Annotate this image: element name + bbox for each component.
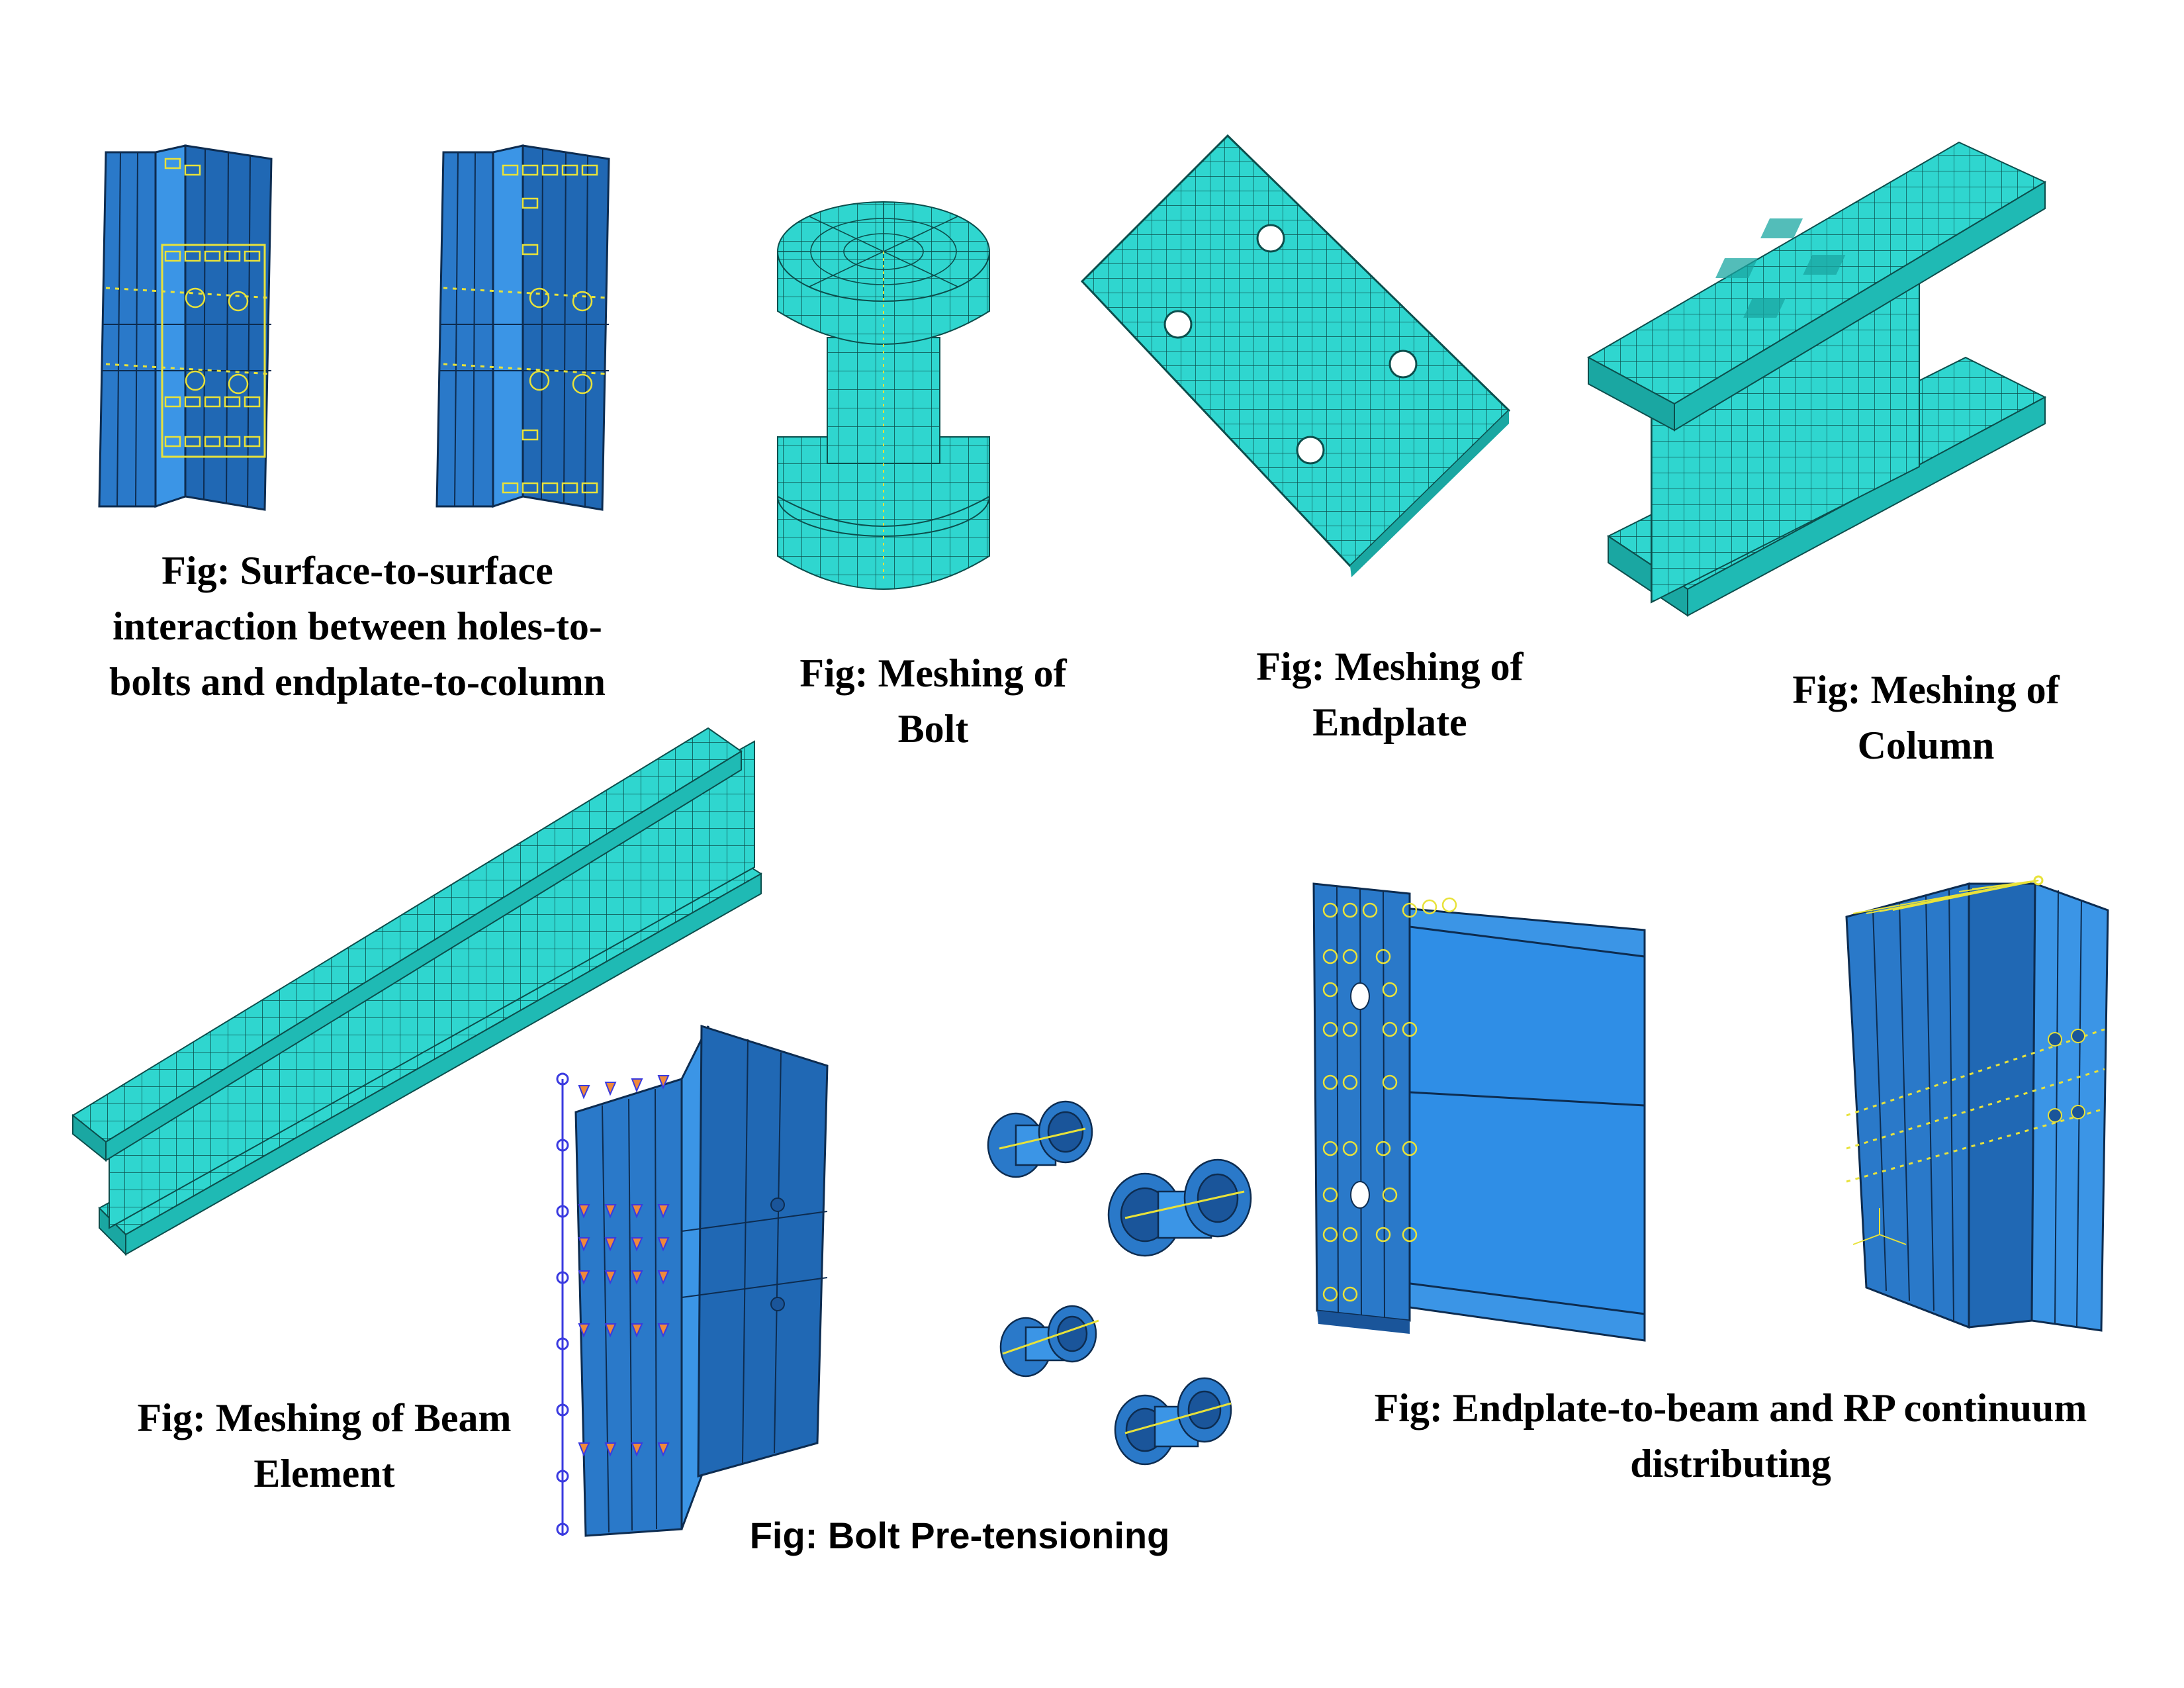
caption-line: Fig: Meshing of	[1256, 645, 1524, 688]
column-3d-model-icon	[435, 144, 610, 511]
caption-line: interaction between holes-to-	[113, 604, 602, 648]
caption-line: Fig: Meshing of	[799, 651, 1067, 695]
caption-line: Fig: Meshing of Beam	[137, 1396, 512, 1440]
caption-endplate-beam-rp: Fig: Endplate-to-beam and RP continuum d…	[1310, 1380, 2151, 1491]
endplate-mesh-model	[1079, 132, 1516, 577]
endplate-beam-model-icon	[1312, 882, 1646, 1342]
bolt-pretension-model	[986, 1072, 1271, 1483]
pretension-column-model	[549, 1013, 834, 1542]
bolt-1	[987, 1100, 1093, 1178]
column-mesh-model	[1586, 139, 2052, 649]
caption-line: Fig: Meshing of	[1792, 668, 2060, 712]
caption-line: Column	[1857, 724, 1995, 767]
bolt-2	[1107, 1158, 1252, 1257]
caption-line: Endplate	[1312, 700, 1467, 744]
column-interaction-model-b	[424, 144, 622, 516]
endplate-mesh-model-icon	[1080, 134, 1511, 577]
column-3d-model-icon	[98, 144, 273, 511]
caption-beam-mesh: Fig: Meshing of Beam Element	[86, 1390, 563, 1501]
caption-line: distributing	[1630, 1442, 1831, 1485]
rp-coupling-model-icon	[1845, 875, 2109, 1332]
caption-endplate-mesh: Fig: Meshing of Endplate	[1211, 639, 1569, 750]
endplate-beam-model	[1310, 882, 1655, 1347]
bolt-mesh-model	[764, 185, 1003, 609]
rp-column-model	[1840, 864, 2118, 1340]
caption-column-mesh: Fig: Meshing of Column	[1741, 662, 2111, 773]
bolt-3	[999, 1305, 1099, 1378]
caption-line: Fig: Endplate-to-beam and RP continuum	[1374, 1386, 2087, 1430]
caption-line: bolts and endplate-to-column	[109, 660, 606, 704]
beam-mesh-model	[71, 725, 781, 1261]
bolt-pretension-model-icon	[987, 1100, 1252, 1466]
caption-bolt-mesh: Fig: Meshing of Bolt	[748, 645, 1118, 757]
bolt-mesh-model-icon	[777, 201, 990, 590]
column-boundary-condition-model-icon	[556, 1024, 829, 1537]
caption-line: Fig: Surface-to-surface	[161, 549, 553, 592]
caption-line: Fig: Bolt Pre-tensioning	[749, 1515, 1170, 1556]
caption-line: Bolt	[897, 707, 969, 751]
caption-bolt-pretension: Fig: Bolt Pre-tensioning	[715, 1509, 1205, 1562]
column-mesh-model-icon	[1586, 141, 2047, 617]
caption-surface-interaction: Fig: Surface-to-surface interaction betw…	[66, 543, 649, 710]
column-interaction-model-a	[86, 144, 285, 516]
caption-line: Element	[253, 1452, 395, 1495]
bolt-4	[1114, 1377, 1232, 1466]
beam-mesh-model-icon	[71, 727, 762, 1256]
